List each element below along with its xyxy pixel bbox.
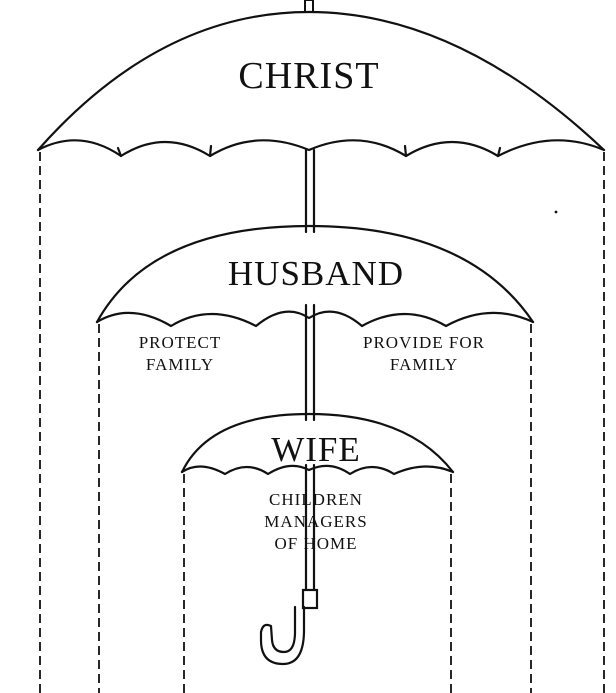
- umbrella-handle: [259, 588, 319, 666]
- protect-family-line-1: PROTECT: [139, 333, 222, 352]
- wife-umbrella: [180, 412, 455, 693]
- husband-label: HUSBAND: [228, 254, 404, 293]
- wife-note-line-3: OF HOME: [274, 534, 357, 553]
- wife-note-line-2: MANAGERS: [264, 512, 367, 531]
- provide-for-family-line-2: FAMILY: [390, 355, 458, 374]
- christ-umbrella: [36, 10, 606, 693]
- wife-note-line-1: CHILDREN: [269, 490, 363, 509]
- christ-label: CHRIST: [238, 55, 379, 97]
- husband-umbrella: [95, 224, 535, 693]
- protect-family-line-2: FAMILY: [146, 355, 214, 374]
- provide-for-family-line-1: PROVIDE FOR: [363, 333, 485, 352]
- umbrella-shaft: [304, 0, 316, 597]
- wife-label: WIFE: [271, 430, 361, 469]
